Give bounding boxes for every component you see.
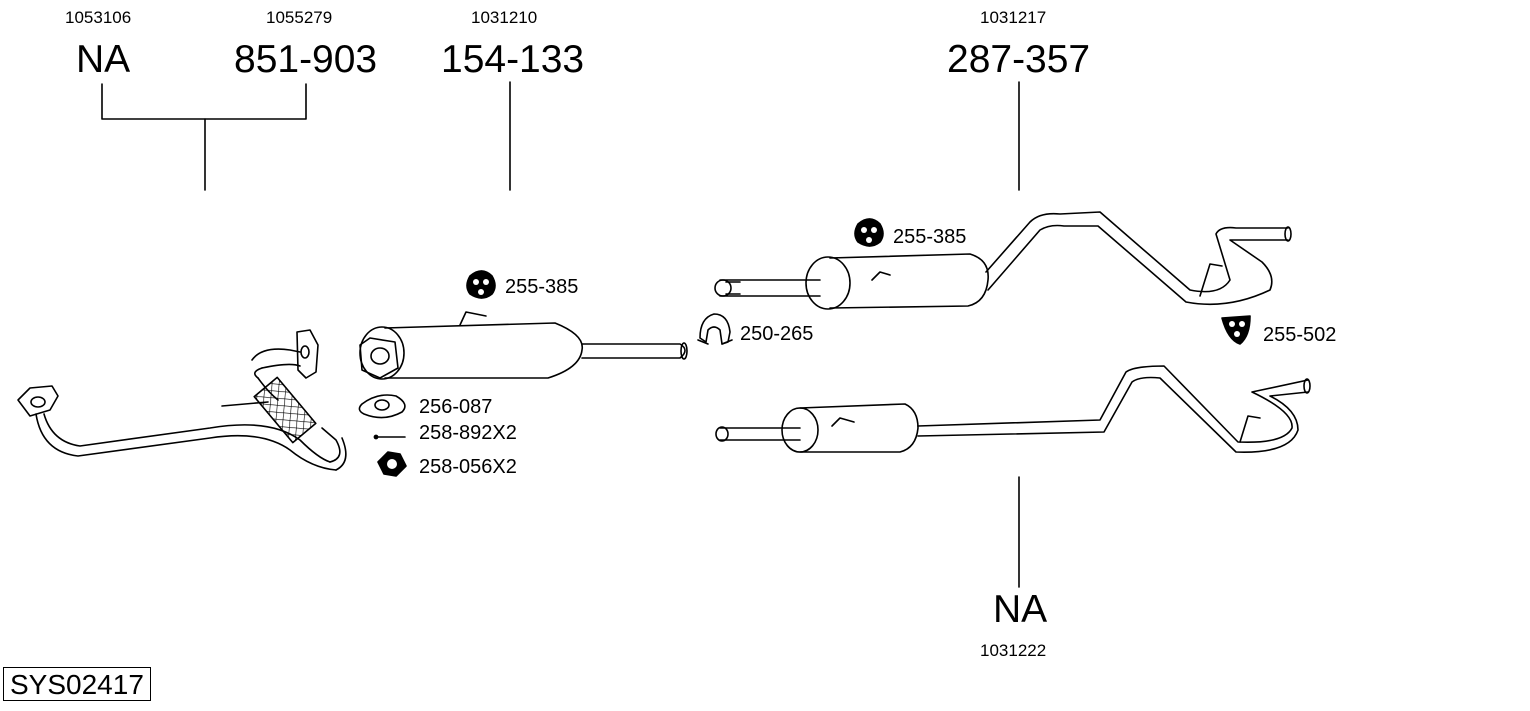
diagram-id-box: SYS02417 bbox=[3, 667, 151, 701]
part-number-front-pipe-na: NA bbox=[76, 38, 131, 81]
ref-number-1055279: 1055279 bbox=[266, 8, 333, 27]
flange-hole bbox=[30, 396, 46, 408]
front-pipe-drawing bbox=[17, 329, 347, 471]
rubber-mount-icon-3 bbox=[1221, 315, 1251, 345]
gasket-icon bbox=[358, 394, 406, 419]
accessory-label-gasket: 256-087 bbox=[419, 396, 493, 418]
rear-silencer-end-cap bbox=[805, 256, 851, 310]
rubber-mount-icon-1 bbox=[466, 270, 496, 299]
ref-number-1031210: 1031210 bbox=[471, 8, 538, 27]
part-number-front-pipe: 851-903 bbox=[234, 38, 378, 81]
accessory-label-clamp: 250-265 bbox=[740, 323, 814, 345]
rear-silencer-drawing bbox=[714, 211, 1292, 310]
ref-number-1031217: 1031217 bbox=[980, 8, 1047, 27]
leader-lines bbox=[101, 81, 1020, 588]
leader-bracket-front bbox=[101, 83, 307, 120]
middle-silencer-drawing bbox=[359, 311, 688, 380]
accessory-label-rubber-mount-3: 255-502 bbox=[1263, 324, 1337, 346]
flex-section bbox=[253, 376, 317, 444]
accessory-label-rubber-mount-2: 255-385 bbox=[893, 226, 967, 248]
rubber-mount-icon-2 bbox=[854, 218, 884, 247]
rear-silencer-alt-drawing bbox=[715, 365, 1311, 453]
clamp-icon bbox=[697, 313, 733, 345]
part-number-rear-silencer: 287-357 bbox=[947, 38, 1091, 81]
accessory-label-rubber-mount-1: 255-385 bbox=[505, 276, 579, 298]
part-number-middle-silencer: 154-133 bbox=[441, 38, 585, 81]
accessory-label-nut: 258-056X2 bbox=[419, 456, 517, 478]
nut-icon bbox=[377, 451, 407, 477]
ref-number-1031222: 1031222 bbox=[980, 641, 1047, 660]
accessory-label-bolt: 258-892X2 bbox=[419, 422, 517, 444]
front-flange bbox=[17, 385, 59, 417]
ref-number-1053106: 1053106 bbox=[65, 8, 132, 27]
part-number-rear-silencer-alt: NA bbox=[993, 588, 1048, 631]
rear-flange bbox=[296, 329, 319, 379]
bolt-icon bbox=[373, 434, 406, 440]
hanger-rod bbox=[459, 311, 487, 326]
